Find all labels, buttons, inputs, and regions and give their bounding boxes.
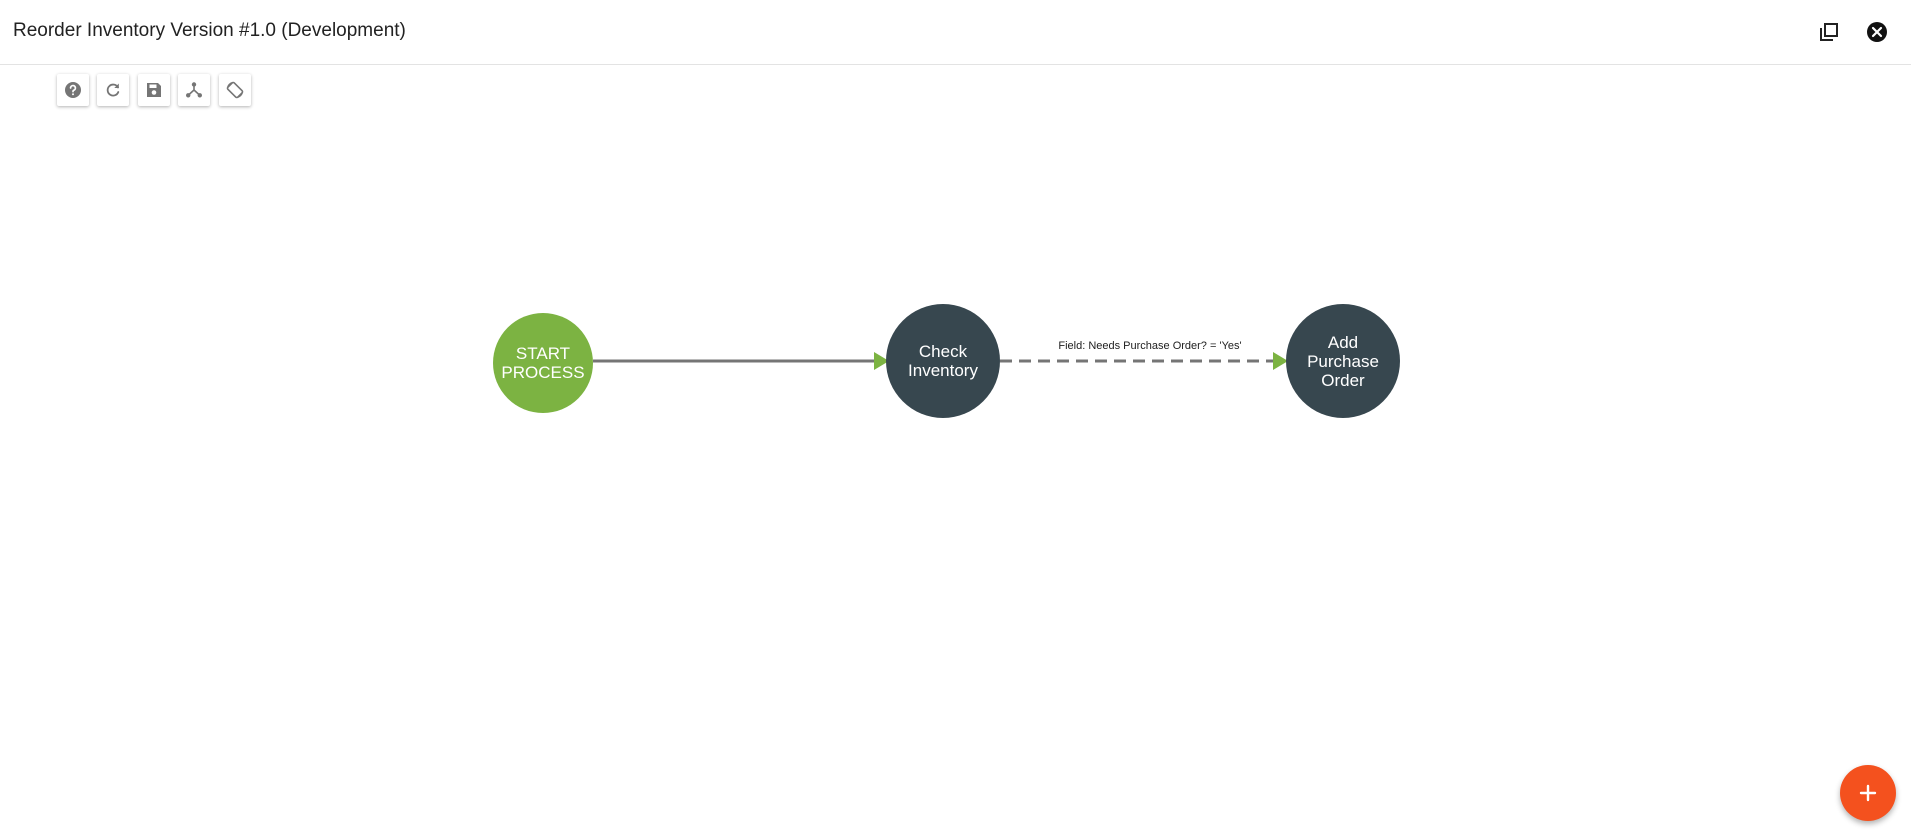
save-icon [147,83,161,97]
page-title: Reorder Inventory Version #1.0 (Developm… [13,20,406,41]
edge-condition-label: Field: Needs Purchase Order? = 'Yes' [1058,340,1242,352]
rotate-button[interactable] [219,74,251,106]
workflow-canvas[interactable]: Field: Needs Purchase Order? = 'Yes' STA… [0,66,1911,831]
node-add-purchase-order[interactable]: Add Purchase Order [1286,304,1400,418]
plus-icon [1859,784,1877,802]
add-node-button[interactable] [1840,765,1896,821]
maximize-icon [1820,23,1838,41]
refresh-button[interactable] [97,74,129,106]
edge-arrowhead [874,352,889,370]
close-button[interactable] [1862,17,1892,47]
edge-arrowhead [1273,352,1288,370]
save-button[interactable] [138,74,170,106]
close-icon [1867,22,1887,42]
edges-layer [593,352,1288,370]
layout-icon [186,82,202,98]
dialog-header: Reorder Inventory Version #1.0 (Developm… [0,0,1911,65]
help-icon [65,82,81,98]
node-check-inventory[interactable]: Check Inventory [886,304,1000,418]
rotate-icon [226,81,244,99]
node-start-process[interactable]: START PROCESS [493,313,593,413]
refresh-icon [106,83,120,97]
maximize-button[interactable] [1814,17,1844,47]
layout-button[interactable] [178,74,210,106]
help-button[interactable] [57,74,89,106]
